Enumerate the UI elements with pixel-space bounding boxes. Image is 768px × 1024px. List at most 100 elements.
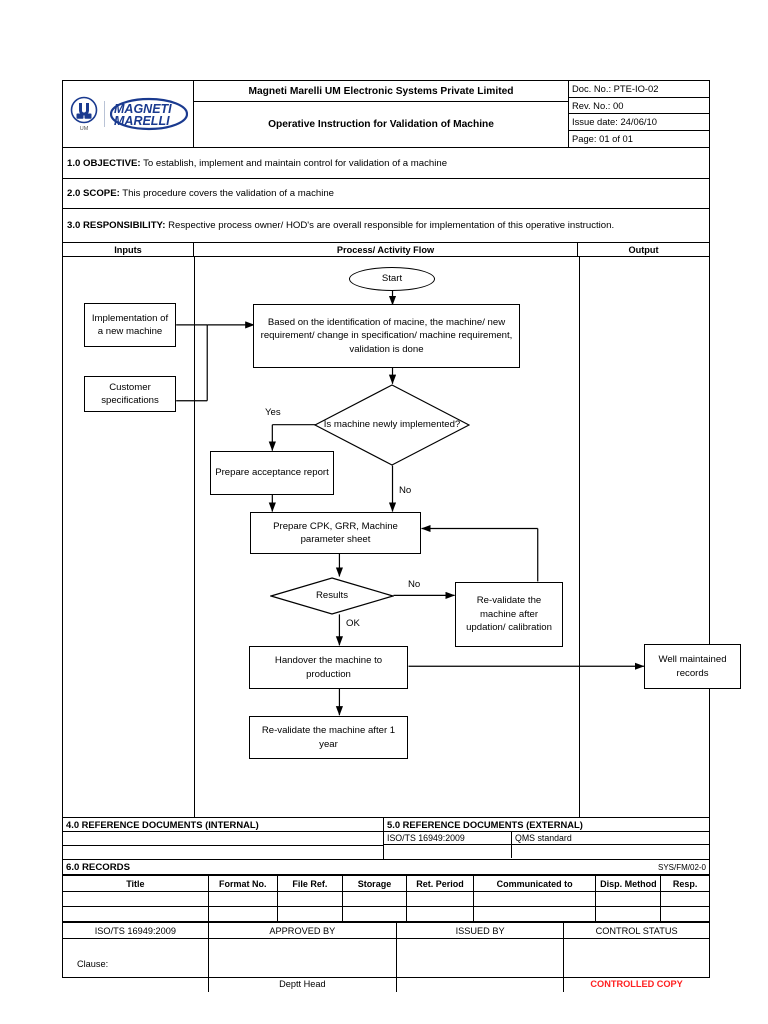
reference-external-header: 5.0 REFERENCE DOCUMENTS (EXTERNAL)	[384, 818, 709, 832]
records-title: 6.0 RECORDS	[66, 861, 130, 873]
approval-issued-by-signatory	[395, 938, 565, 992]
reference-internal-row-1	[63, 832, 383, 846]
meta-page: Page: 01 of 01	[572, 133, 633, 145]
reference-external-row-2	[384, 845, 709, 858]
records-col-communicated-to: Communicated to	[473, 875, 597, 892]
magneti-marelli-wordmark: MAGNETI MARELLI	[109, 97, 188, 131]
table-row	[63, 906, 709, 922]
flow-node-revalidate-1-year: Re-validate the machine after 1 year	[249, 716, 408, 759]
section-responsibility: 3.0 RESPONSIBILITY: Respective process o…	[63, 209, 709, 243]
reference-external-row-1: ISO/TS 16949:2009 QMS standard	[384, 832, 709, 845]
flow-node-cpk-sheet: Prepare CPK, GRR, Machine parameter shee…	[250, 512, 421, 554]
records-cell	[341, 891, 408, 907]
records-col-ret-period: Ret. Period	[405, 875, 475, 892]
records-cell	[63, 906, 209, 922]
flow-node-start: Start	[349, 267, 435, 291]
records-form-code: SYS/FM/02-0	[657, 862, 706, 872]
records-cell	[405, 906, 475, 922]
section-responsibility-number: 3.0 RESPONSIBILITY:	[67, 220, 166, 231]
flow-node-revalidate-updation: Re-validate the machine after updation/ …	[455, 582, 563, 647]
records-col-disp-method: Disp. Method	[595, 875, 662, 892]
section-scope-text: This procedure covers the validation of …	[119, 188, 334, 199]
reference-internal-header: 4.0 REFERENCE DOCUMENTS (INTERNAL)	[63, 818, 383, 832]
flow-node-acceptance-report: Prepare acceptance report	[210, 451, 334, 495]
records-cell	[595, 891, 662, 907]
flow-edge-label-ok: OK	[346, 618, 360, 629]
section-objective-number: 1.0 OBJECTIVE:	[67, 157, 141, 169]
reference-documents-external: 5.0 REFERENCE DOCUMENTS (EXTERNAL) ISO/T…	[384, 818, 709, 859]
records-cell	[473, 906, 597, 922]
records-col-resp: Resp.	[660, 875, 709, 892]
document-title-cell: Magneti Marelli UM Electronic Systems Pr…	[194, 81, 569, 147]
reference-internal-row-2	[63, 846, 383, 859]
document-title: Operative Instruction for Validation of …	[268, 119, 494, 130]
flow-node-identification: Based on the identification of macine, t…	[253, 304, 520, 368]
records-cell	[63, 891, 209, 907]
reference-external-desc-1: QMS standard	[515, 833, 572, 843]
brand-line-2: MARELLI	[114, 114, 170, 128]
magneti-marelli-logo: UM MAGNETI MARELLI	[69, 95, 188, 133]
flow-node-decision-newly-implemented: Is machine newly implemented?	[314, 384, 470, 466]
section-scope: 2.0 SCOPE: This procedure covers the val…	[63, 179, 709, 209]
approval-table: ISO/TS 16949:2009 APPROVED BY ISSUED BY …	[63, 922, 709, 992]
meta-doc-no: Doc. No.: PTE-IO-02	[569, 81, 709, 98]
records-col-title: Title	[63, 875, 209, 892]
approval-approved-by-signatory: Deptt Head	[207, 938, 398, 992]
reference-documents-block: 4.0 REFERENCE DOCUMENTS (INTERNAL) 5.0 R…	[63, 818, 709, 860]
flow-node-decision-results: Results	[270, 577, 394, 615]
records-cell	[341, 906, 408, 922]
approval-col-approved-by: APPROVED BY	[207, 922, 398, 939]
approval-header-row: ISO/TS 16949:2009 APPROVED BY ISSUED BY …	[63, 922, 709, 939]
records-cell	[276, 906, 343, 922]
reference-documents-internal: 4.0 REFERENCE DOCUMENTS (INTERNAL)	[63, 818, 384, 859]
records-cell	[660, 891, 709, 907]
records-cell	[595, 906, 662, 922]
records-title-row: 6.0 RECORDS SYS/FM/02-0	[63, 860, 709, 875]
records-cell	[276, 891, 343, 907]
flow-column-headers: Inputs Process/ Activity Flow Output	[63, 243, 709, 257]
reference-external-code-2	[384, 845, 512, 858]
records-cell	[660, 906, 709, 922]
records-table: Title Format No. File Ref. Storage Ret. …	[63, 875, 709, 922]
approval-body-row: Clause: Deptt Head CONTROLLED COPY	[63, 938, 709, 992]
section-scope-number: 2.0 SCOPE:	[67, 188, 120, 199]
section-objective-text: To establish, implement and maintain con…	[140, 157, 448, 169]
section-responsibility-text: Respective process owner/ HOD's are over…	[165, 220, 615, 231]
flow-edge-label-no-1: No	[399, 485, 412, 496]
document-meta-cell: Doc. No.: PTE-IO-02 Rev. No.: 00 Issue d…	[569, 81, 709, 147]
approval-clause-label: Clause:	[63, 938, 209, 992]
records-col-format-no: Format No.	[207, 875, 278, 892]
flow-edge-label-yes: Yes	[265, 407, 281, 418]
document-header: UM MAGNETI MARELLI Magneti Marelli UM El…	[63, 81, 709, 148]
logo-divider	[103, 101, 105, 127]
reference-external-desc-2	[512, 845, 709, 858]
approval-control-status-value: CONTROLLED COPY	[563, 938, 709, 992]
meta-issue-date: Issue date: 24/06/10	[569, 114, 709, 131]
approval-col-issued-by: ISSUED BY	[395, 922, 565, 939]
records-cell	[473, 891, 597, 907]
flow-node-handover: Handover the machine to production	[249, 646, 408, 689]
approval-col-control-status: CONTROL STATUS	[563, 922, 709, 939]
records-cell	[405, 891, 475, 907]
document-page: UM MAGNETI MARELLI Magneti Marelli UM El…	[62, 80, 741, 992]
company-logo-cell: UM MAGNETI MARELLI	[63, 81, 194, 147]
records-cell	[207, 906, 278, 922]
column-header-inputs: Inputs	[63, 243, 194, 256]
approval-col-iso: ISO/TS 16949:2009	[63, 922, 209, 939]
column-header-output: Output	[628, 244, 659, 255]
flowchart-area: Start Implementation of a new machine Cu…	[63, 257, 741, 818]
records-header-row: Title Format No. File Ref. Storage Ret. …	[63, 875, 709, 892]
flow-divider-left	[194, 257, 195, 817]
flow-node-input-new-machine: Implementation of a new machine	[84, 303, 176, 347]
meta-rev-no: Rev. No.: 00	[569, 98, 709, 114]
flow-edge-label-no-2: No	[408, 579, 421, 590]
flow-divider-right	[579, 257, 580, 817]
records-col-storage: Storage	[341, 875, 408, 892]
flow-node-input-customer-spec: Customer specifications	[84, 376, 176, 412]
flow-node-output-records: Well maintained records	[644, 644, 741, 689]
brand-line-1: MAGNETI	[114, 102, 172, 116]
records-col-file-ref: File Ref.	[276, 875, 343, 892]
table-row	[63, 891, 709, 907]
company-name: Magneti Marelli UM Electronic Systems Pr…	[194, 81, 568, 102]
column-header-process: Process/ Activity Flow	[194, 243, 578, 256]
